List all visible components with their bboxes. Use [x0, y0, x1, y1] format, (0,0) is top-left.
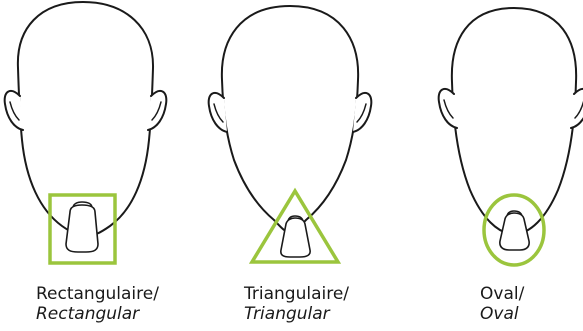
- rectangular-label-en: Rectangular: [36, 304, 159, 324]
- oval-label-fr: Oval/: [480, 284, 524, 304]
- triangular-label-en: Triangular: [244, 304, 349, 324]
- triangular-caption: Triangulaire/ Triangular: [244, 284, 349, 324]
- oval-label-en: Oval: [480, 304, 524, 324]
- rectangular-caption: Rectangulaire/ Rectangular: [36, 284, 159, 324]
- rectangular-label-fr: Rectangulaire/: [36, 284, 159, 304]
- rectangular-tooth-icon: [66, 202, 98, 252]
- oval-caption: Oval/ Oval: [480, 284, 524, 324]
- triangular-label-fr: Triangulaire/: [244, 284, 349, 304]
- oval-head-outline: [439, 8, 583, 234]
- rectangular-head-outline: [5, 2, 167, 236]
